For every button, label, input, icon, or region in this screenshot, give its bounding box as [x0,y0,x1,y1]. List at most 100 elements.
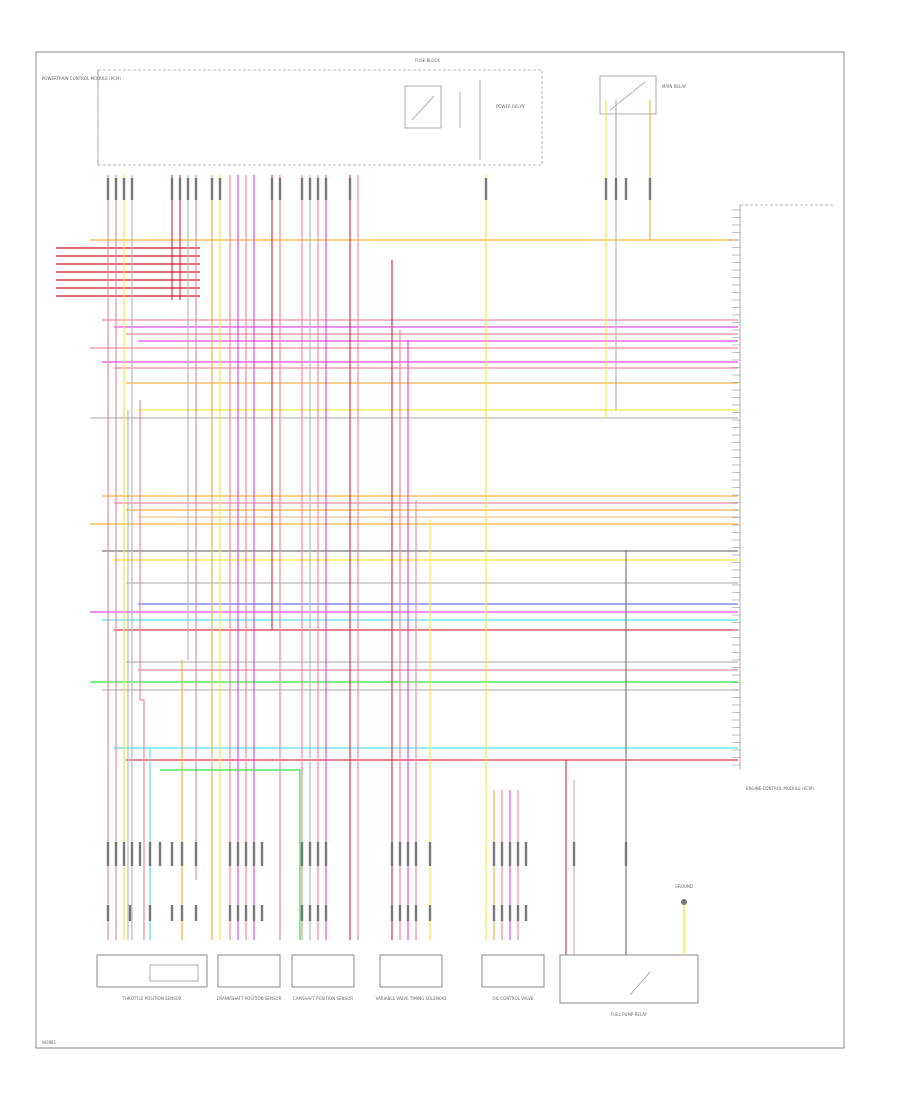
connector-pin [308,905,312,921]
connector-layer [106,178,652,921]
wire-layer [56,100,740,955]
component-fuel-pump-relay: FUEL PUMP RELAY [559,954,699,1017]
connector-pin [348,178,352,200]
connector-pin [414,842,418,866]
connector-pin [106,842,110,866]
component-vvt-solenoid: VARIABLE VALVE TIMING SOLENOID [376,954,447,1001]
connector-pin [210,178,214,200]
connector-pin [484,178,488,200]
connector-pin [316,178,320,200]
connector-pin [516,905,520,921]
connector-pin [308,178,312,200]
component-label-sensor-2: CRANKSHAFT POSITION SENSOR [217,996,282,1001]
component-label-power-relay: POWER RELAY [496,104,525,109]
diagram-border [35,51,845,1049]
connector-pin [194,842,198,866]
connector-pin [390,905,394,921]
connector-pin [406,905,410,921]
connector-pin [244,842,248,866]
connector-pin [260,905,264,921]
connector-pin [316,842,320,866]
connector-pin [138,842,142,866]
component-label-pcm: POWERTRAIN CONTROL MODULE (PCM) [42,76,121,81]
connector-pin [270,178,274,200]
connector-pin [508,842,512,866]
connector-pin [516,842,520,866]
connector-pin [508,905,512,921]
connector-pin [122,178,126,200]
connector-pin [624,842,628,866]
connector-pin [308,842,312,866]
connector-pin [278,178,282,200]
connector-pin [148,842,152,866]
connector-pin [170,178,174,200]
connector-pin [180,842,184,866]
connector-pin [114,842,118,866]
component-label-sensor-1: THROTTLE POSITION SENSOR [121,996,181,1001]
component-throttle-position-sensor: THROTTLE POSITION SENSOR [96,954,208,1001]
connector-pin [316,905,320,921]
connector-pin [180,905,184,921]
connector-pin [170,905,174,921]
connector-pin [236,842,240,866]
component-camshaft-position-sensor: CAMSHAFT POSITION SENSOR [291,954,355,1001]
connector-pin [228,842,232,866]
connector-pin [492,842,496,866]
component-label-sensor-5: OIL CONTROL VALVE [493,996,534,1001]
connector-pin [300,178,304,200]
connector-pin [228,905,232,921]
module-main-relay: MAIN RELAY [599,75,687,115]
connector-pin [114,178,118,200]
connector-pin [324,178,328,200]
connector-pin [572,842,576,866]
component-label-sensor-3: CAMSHAFT POSITION SENSOR [293,996,353,1001]
connector-pin [106,905,110,921]
connector-pin [492,905,496,921]
component-label-fuel-pump: FUEL PUMP RELAY [611,1012,648,1017]
connector-pin [260,842,264,866]
connector-pin [194,178,198,200]
connector-pin [194,905,198,921]
connector-pin [406,842,410,866]
connector-pin [252,842,256,866]
component-label-sensor-4: VARIABLE VALVE TIMING SOLENOID [376,996,447,1001]
connector-pin [130,842,134,866]
connector-pin [604,178,608,200]
connector-pin [178,178,182,200]
connector-pin [128,905,132,921]
connector-pin [300,842,304,866]
connector-pin [398,842,402,866]
component-ground: GROUND [675,884,693,955]
connector-pin [614,178,618,200]
module-ecm-right: ENGINE CONTROL MODULE (ECM) [739,204,835,791]
connector-pin [414,905,418,921]
connector-pin [122,842,126,866]
connector-pin [428,905,432,921]
connector-pin [648,178,652,200]
connector-pin [170,842,174,866]
connector-pin [500,905,504,921]
component-label-ecm: ENGINE CONTROL MODULE (ECM) [746,786,814,791]
connector-pin [324,905,328,921]
connector-pin [428,842,432,866]
connector-pin [252,905,256,921]
connector-pin [148,905,152,921]
routed-wire [139,400,145,940]
connector-pin [324,842,328,866]
connector-pin [624,178,628,200]
connector-pin [524,842,528,866]
module-pcm-upper: POWERTRAIN CONTROL MODULE (PCM) FUSE BLO… [42,58,543,166]
connector-pin [158,842,162,866]
connector-pin [106,178,110,200]
connector-pin [218,178,222,200]
component-crankshaft-position-sensor: CRANKSHAFT POSITION SENSOR [217,954,282,1001]
figure-code: W0881 [42,1040,57,1045]
component-label-main-relay: MAIN RELAY [662,84,687,89]
connector-pin [130,178,134,200]
connector-pin [500,842,504,866]
component-label-ground: GROUND [675,884,693,889]
component-oil-control-valve: OIL CONTROL VALVE [481,954,545,1001]
connector-pin [390,842,394,866]
connector-pin [236,905,240,921]
